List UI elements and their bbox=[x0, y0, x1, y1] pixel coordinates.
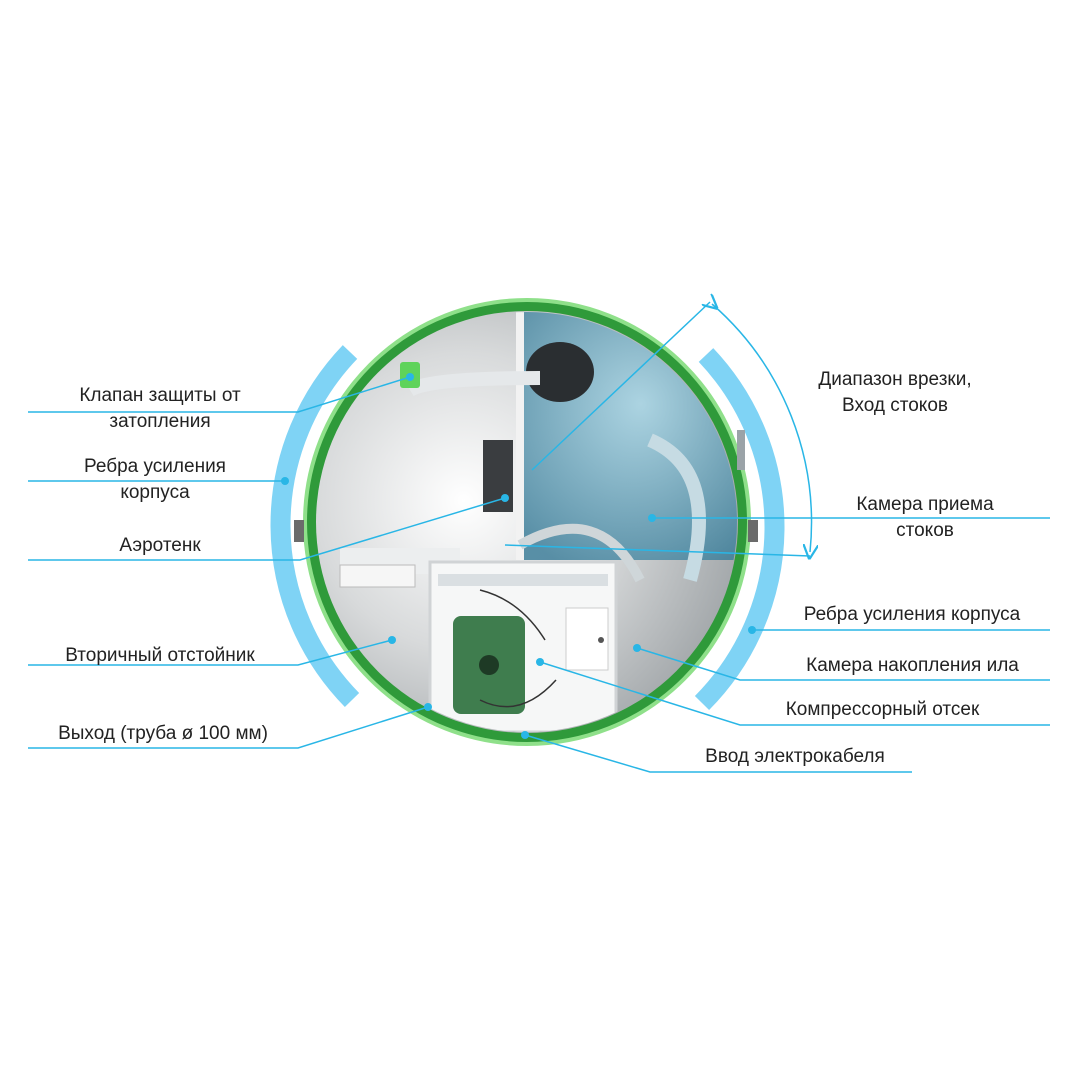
label-line: Клапан защиты от bbox=[79, 385, 241, 406]
label-line: затопления bbox=[109, 411, 211, 432]
inlet-range-pointer bbox=[531, 301, 711, 471]
inlet-range-arc bbox=[712, 304, 811, 552]
label-flood-valve: Клапан защиты от затопления bbox=[40, 383, 280, 435]
leader-dots bbox=[281, 373, 756, 739]
label-line: Диапазон врезки, bbox=[818, 369, 972, 390]
label-receiving-chamber: Камера приема стоков bbox=[835, 492, 1015, 544]
label-secondary-settler: Вторичный отстойник bbox=[65, 645, 255, 666]
label-ribs-right: Ребра усиления корпуса bbox=[803, 604, 1021, 625]
label-ribs-left: Ребра усиления корпуса bbox=[40, 454, 270, 506]
label-outlet: Выход (труба ø 100 мм) bbox=[58, 723, 268, 744]
label-aerotank: Аэротенк bbox=[119, 535, 201, 556]
label-line: корпуса bbox=[120, 482, 190, 503]
label-line: Камера приема bbox=[856, 494, 994, 515]
label-inlet-range: Диапазон врезки, Вход стоков bbox=[795, 367, 995, 419]
label-cable-entry: Ввод электрокабеля bbox=[705, 746, 885, 767]
leader-lines bbox=[28, 376, 1050, 773]
label-line: Вход стоков bbox=[841, 395, 948, 416]
label-compressor-bay: Компрессорный отсек bbox=[785, 699, 980, 720]
label-line: стоков bbox=[896, 520, 954, 541]
left-rib-arc bbox=[270, 345, 360, 707]
label-line: Ребра усиления bbox=[84, 456, 226, 477]
label-sludge-chamber: Камера накопления ила bbox=[806, 655, 1019, 676]
